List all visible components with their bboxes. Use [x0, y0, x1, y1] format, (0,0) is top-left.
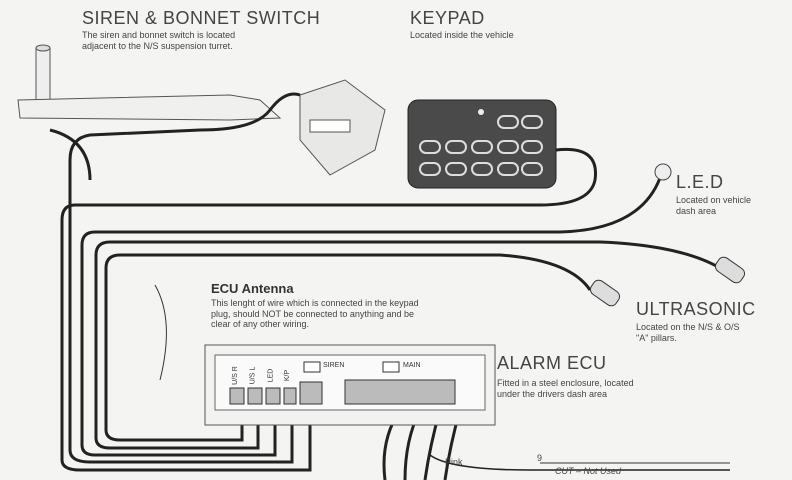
port-label: K/P — [284, 369, 292, 382]
antenna-desc-line: plug, should NOT be connected to anythin… — [211, 308, 414, 319]
antenna-desc-line: This lenght of wire which is connected i… — [211, 298, 419, 308]
ultrasonic-desc-line: "A" pillars. — [636, 332, 677, 343]
ultrasonic-desc-line: Located on the N/S & O/S — [636, 322, 740, 332]
ultrasonic-title: ULTRASONIC — [636, 299, 756, 319]
wire-note: CUT – Not Used — [555, 466, 622, 476]
siren-title: SIREN & BONNET SWITCH — [82, 8, 321, 28]
siren-desc-line: adjacent to the N/S suspension turret. — [82, 40, 233, 51]
ecu-title: ALARM ECU — [497, 353, 607, 373]
ecu-desc-line: Fitted in a steel enclosure, located — [497, 378, 634, 388]
antenna-description: This lenght of wire which is connected i… — [211, 298, 419, 330]
antenna-desc-line: clear of any other wiring. — [211, 319, 310, 329]
led-title: L.E.D — [676, 172, 724, 192]
ultrasonic-connector-right — [714, 256, 746, 284]
antenna-wire — [154, 284, 167, 381]
keypad-description: Located inside the vehicle — [410, 30, 514, 40]
antenna-title: ECU Antenna — [211, 281, 294, 296]
keypad-title: KEYPAD — [410, 8, 485, 28]
port-label: LED — [267, 368, 275, 383]
ultrasonic-connector-left — [589, 279, 621, 307]
keypad-device — [407, 99, 557, 189]
pin-number: 9 — [537, 453, 543, 463]
ultrasonic-description: Located on the N/S & O/S"A" pillars. — [636, 322, 740, 343]
ecu-desc-line: under the drivers dash area — [497, 388, 608, 399]
pink-wire-label: Pink — [445, 457, 463, 467]
port-label: U/S R — [231, 366, 239, 385]
led-connector — [654, 163, 672, 181]
siren-desc-line: The siren and bonnet switch is located — [82, 30, 236, 40]
led-desc-line: Located on vehicle — [676, 195, 752, 205]
port-label: U/S L — [249, 366, 257, 385]
led-desc-line: dash area — [676, 205, 717, 216]
alarm-ecu-box — [204, 344, 496, 426]
siren-port-label: SIREN — [323, 362, 345, 369]
wire-harness — [49, 92, 730, 480]
main-port-label: MAIN — [403, 362, 421, 369]
siren-bonnet-switch — [17, 44, 386, 176]
